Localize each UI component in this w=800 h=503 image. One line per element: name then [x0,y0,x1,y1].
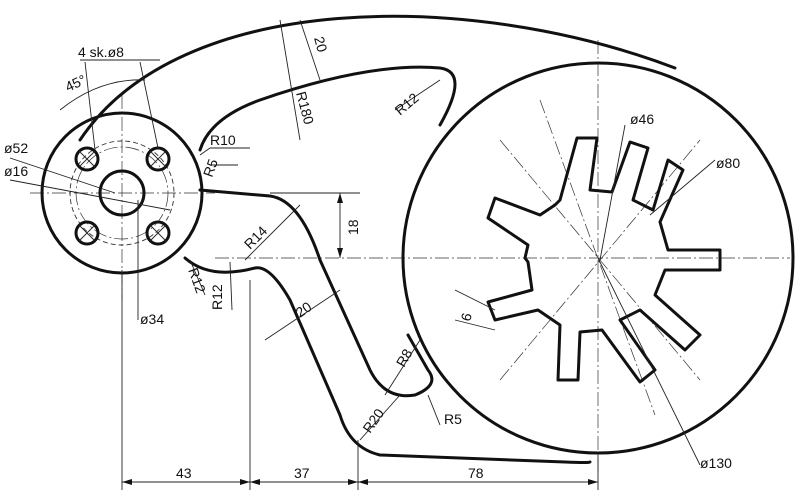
dim-l43: 43 [176,465,192,481]
outer-arc-r180 [78,14,677,142]
dim-d34: ø34 [140,311,164,327]
lower-arm [198,188,434,398]
dim-r8: R8 [393,346,416,370]
dim-angle: 45° [63,71,89,94]
wheel [401,61,795,455]
dim-r12c: R12 [392,89,422,118]
dimension-lines [9,19,716,490]
dim-r20: R20 [359,405,387,435]
dim-d16: ø16 [4,163,28,179]
bolt-hole [74,146,100,172]
dim-d130: ø130 [700,455,732,471]
dim-r5a: R5 [200,157,221,179]
dim-d52: ø52 [4,140,28,156]
dim-h18: 18 [345,219,361,235]
upper-slot-edge [198,65,457,152]
dim-r14: R14 [241,222,271,252]
bolt-hole [74,220,100,246]
dim-w20b: 20 [311,35,331,54]
dim-l37: 37 [294,465,310,481]
dim-d46: ø46 [630,111,654,127]
dim-l78: 78 [468,465,484,481]
wheel-outer [401,61,795,455]
dim-r10: R10 [210,132,236,148]
hub-bore [98,169,146,217]
body-outline [78,14,677,464]
bolt-hole [145,220,171,246]
bolt-hole-crosses [78,150,167,242]
left-hub [40,111,204,275]
dim-bolts: 4 sk.ø8 [78,44,124,60]
dim-d80: ø80 [716,155,740,171]
gear-star [486,136,722,384]
hub-hidden-circle [69,140,175,246]
dim-w6: 6 [457,311,475,323]
dim-r5b: R5 [444,411,462,427]
dim-r12b: R12 [209,284,225,310]
inner-arm [183,256,592,464]
